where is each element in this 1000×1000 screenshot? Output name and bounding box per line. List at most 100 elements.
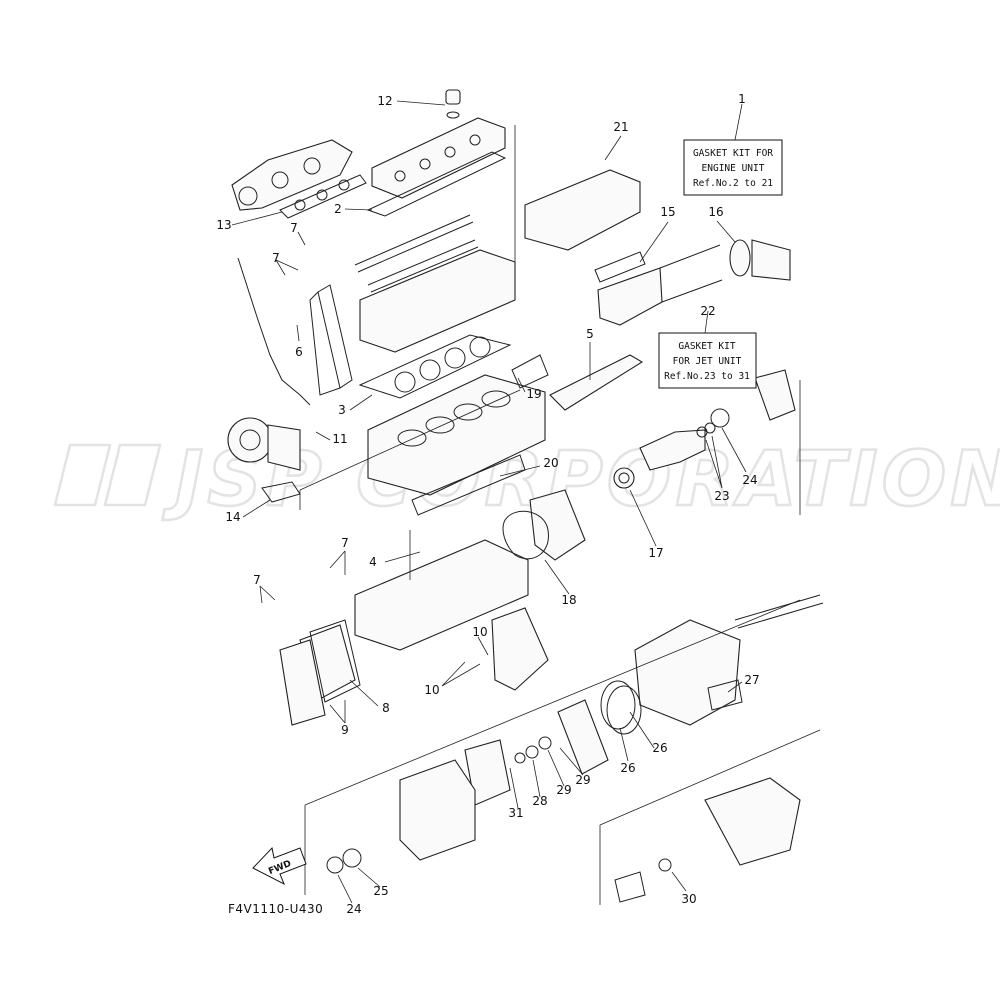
callout-25: 25: [373, 884, 388, 898]
crankcase: [354, 539, 529, 651]
seal-24b: [326, 856, 344, 874]
cylinder-block: [367, 374, 546, 496]
pump-housing: [529, 489, 586, 561]
callout-7-right: 7: [341, 536, 349, 550]
callout-27: 27: [744, 673, 759, 687]
head-cover: [371, 117, 506, 199]
kit-engine-line3: Ref.No.2 to 21: [693, 178, 773, 189]
exhaust-parts-group: [514, 125, 791, 326]
callout-21: 21: [613, 120, 628, 134]
seal-29b: [525, 745, 539, 759]
callout-6: 6: [295, 345, 303, 359]
bushing: [614, 871, 646, 903]
callout-labels: 1 22 12 2 13 7 7 6 3 11 14 21 15 16 5 19…: [216, 92, 759, 916]
jet-pump-housing: [634, 619, 741, 726]
head-cover-gasket: [366, 151, 507, 217]
turbocharger: [227, 417, 301, 471]
dipstick: [237, 257, 311, 406]
callout-24-bottom: 24: [346, 902, 361, 916]
callout-2: 2: [334, 202, 342, 216]
callout-8: 8: [382, 701, 390, 715]
kit-engine-line2: ENGINE UNIT: [702, 163, 765, 174]
pump-liner: [557, 699, 609, 775]
exhaust-gasket: [594, 251, 646, 283]
exhaust-manifold: [524, 169, 641, 251]
seal-25: [342, 848, 362, 868]
callout-15: 15: [660, 205, 675, 219]
callout-9: 9: [341, 723, 349, 737]
o-ring-23b: [704, 422, 716, 434]
callout-11: 11: [332, 432, 347, 446]
intake-manifold: [231, 139, 353, 211]
callout-30: 30: [681, 892, 696, 906]
manifold-gasket: [279, 174, 367, 219]
callout-22: 22: [700, 304, 715, 318]
callout-26-right: 26: [652, 741, 667, 755]
callout-24-top: 24: [742, 473, 757, 487]
callout-23: 23: [714, 489, 729, 503]
intake-housing: [399, 759, 476, 861]
o-ring-26b: [606, 685, 642, 735]
callout-7-left: 7: [253, 573, 261, 587]
cylinder-bores: [397, 390, 511, 447]
watermark: JSP CORPORATION: [53, 433, 1000, 524]
drive-shaft-assy: [639, 429, 706, 471]
seal-28: [514, 752, 526, 764]
engine-parts-group: [227, 89, 549, 726]
callout-17: 17: [648, 546, 663, 560]
gasket-27: [707, 679, 743, 711]
o-ring-30: [658, 858, 672, 872]
gasket-kit-jet-box: GASKET KIT FOR JET UNIT Ref.No.23 to 31: [658, 332, 757, 389]
o-ring-26a: [600, 680, 636, 730]
watermark-text: JSP CORPORATION: [162, 434, 1000, 523]
kit-engine-line1: GASKET KIT FOR: [693, 148, 773, 159]
timing-chain: [309, 284, 353, 396]
callout-13: 13: [216, 218, 231, 232]
exhaust-pipe: [659, 244, 723, 303]
seal-29a: [538, 736, 552, 750]
callout-12: 12: [377, 94, 392, 108]
jet-nozzle: [704, 777, 801, 866]
callout-31: 31: [508, 806, 523, 820]
thermostat: [511, 354, 549, 389]
callout-10-bottom: 10: [424, 683, 439, 697]
oil-filler-cap: [445, 89, 461, 119]
callout-29-right: 29: [575, 773, 590, 787]
callout-1: 1: [738, 92, 746, 106]
camshaft-2: [367, 239, 479, 293]
callout-3: 3: [338, 403, 346, 417]
callout-29-left: 29: [556, 783, 571, 797]
callout-16: 16: [708, 205, 723, 219]
side-cover: [549, 354, 644, 411]
callout-28: 28: [532, 794, 547, 808]
housing-gasket: [502, 510, 549, 560]
callout-26-left: 26: [620, 761, 635, 775]
fwd-arrow-icon: FWD: [252, 846, 307, 886]
cylinder-head: [359, 249, 516, 353]
exhaust-elbow: [597, 267, 663, 326]
exhaust-joint-16: [729, 239, 791, 281]
oil-cooler: [491, 607, 549, 691]
oil-pump-body: [279, 639, 326, 726]
watermark-logo-icon: [53, 443, 162, 507]
callout-18: 18: [561, 593, 576, 607]
impeller-shaft: [734, 594, 824, 629]
diagram-code: F4V1110-U430: [228, 902, 323, 916]
gasket-kit-engine-box: GASKET KIT FOR ENGINE UNIT Ref.No.2 to 2…: [683, 139, 783, 196]
kit-jet-line1: GASKET KIT: [678, 341, 735, 352]
frame-lines: [299, 380, 821, 905]
callout-19: 19: [526, 387, 541, 401]
callout-20: 20: [543, 456, 558, 470]
coupler-housing: [754, 369, 796, 421]
callout-4: 4: [369, 555, 377, 569]
camshaft-1: [354, 214, 474, 273]
kit-jet-line3: Ref.No.23 to 31: [664, 371, 750, 382]
callout-10-top: 10: [472, 625, 487, 639]
callout-14: 14: [225, 510, 240, 524]
oil-pump-gasket: [309, 619, 361, 703]
bearing-17: [613, 467, 635, 489]
callout-7-top: 7: [290, 221, 298, 235]
callout-7-mid: 7: [272, 251, 280, 265]
oil-seal-24: [710, 408, 730, 428]
